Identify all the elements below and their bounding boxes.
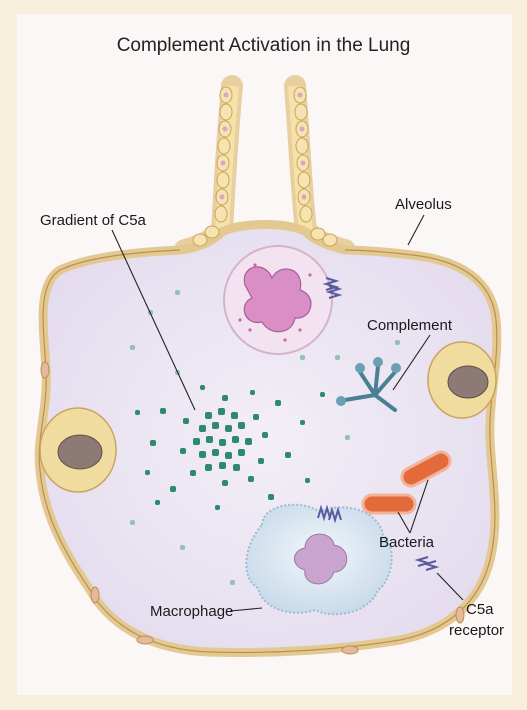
alveolus-leader	[408, 215, 424, 245]
label-complement: Complement	[367, 317, 453, 334]
macrophage	[246, 505, 391, 615]
label-gradient-of-c5a: Gradient of C5a	[40, 212, 147, 229]
neutrophil	[224, 246, 332, 354]
label-c5a-receptor-line1: C5a	[466, 601, 494, 618]
label-macrophage: Macrophage	[150, 603, 233, 620]
right-alveolar-cell	[428, 342, 496, 418]
label-bacteria: Bacteria	[379, 534, 435, 551]
label-c5a-receptor-line2: receptor	[449, 622, 504, 639]
label-alveolus: Alveolus	[395, 196, 452, 213]
left-alveolar-cell	[40, 408, 116, 492]
